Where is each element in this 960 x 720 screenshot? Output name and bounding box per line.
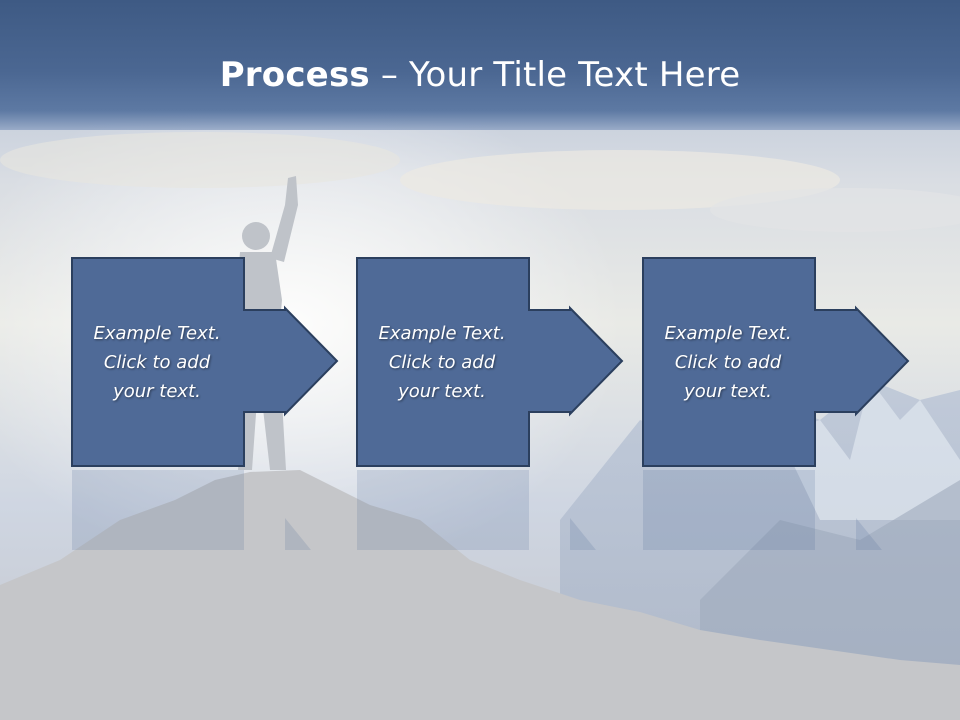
step-text: Example Text. Click to add your text. xyxy=(664,322,792,402)
arrow-shape xyxy=(356,257,624,467)
step-reflection xyxy=(72,470,311,550)
arrow-shape xyxy=(642,257,910,467)
step-text-box[interactable]: Example Text. Click to add your text. xyxy=(356,257,528,467)
title-bold: Process xyxy=(219,55,370,95)
step-reflection xyxy=(357,470,596,550)
step-reflection xyxy=(643,470,882,550)
process-step-3[interactable]: Example Text. Click to add your text. xyxy=(642,257,912,467)
slide-title[interactable]: Process – Your Title Text Here xyxy=(0,52,960,98)
title-rest: – Your Title Text Here xyxy=(369,55,741,95)
process-step-1[interactable]: Example Text. Click to add your text. xyxy=(71,257,341,467)
step-text: Example Text. Click to add your text. xyxy=(378,322,506,402)
step-text-box[interactable]: Example Text. Click to add your text. xyxy=(642,257,814,467)
title-band xyxy=(0,0,960,130)
process-step-2[interactable]: Example Text. Click to add your text. xyxy=(356,257,626,467)
arrow-shape xyxy=(71,257,339,467)
step-text: Example Text. Click to add your text. xyxy=(93,322,221,402)
step-text-box[interactable]: Example Text. Click to add your text. xyxy=(71,257,243,467)
